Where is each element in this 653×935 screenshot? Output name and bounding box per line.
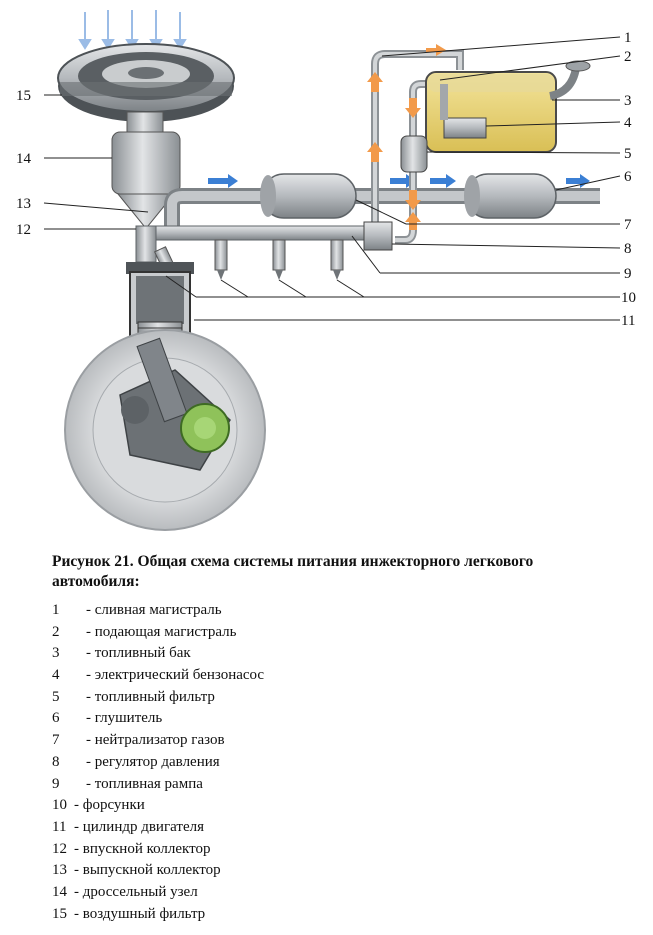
legend-number: 4 [52, 667, 60, 684]
legend-item: 5 - топливный фильтр [52, 687, 264, 709]
callout-4: 4 [624, 115, 632, 131]
legend-text: - впускной коллектор [74, 840, 211, 857]
callout-5: 5 [624, 146, 632, 162]
legend-text: - дроссельный узел [74, 883, 198, 900]
legend-text: - воздушный фильтр [74, 905, 206, 922]
legend-item: 13 - выпускной коллектор [52, 860, 264, 882]
electric-fuel-pump [440, 84, 487, 139]
fuel-filter [400, 135, 428, 173]
legend-item: 14 - дроссельный узел [52, 882, 264, 904]
legend-number: 12 [52, 840, 67, 857]
legend-number: 8 [52, 753, 60, 770]
legend-text: - топливная рампа [86, 775, 203, 792]
legend-text: - подающая магистраль [86, 623, 237, 640]
legend-item: 3 - топливный бак [52, 643, 264, 665]
legend-item: 4 - электрический бензонасос [52, 665, 264, 687]
legend-text: - нейтрализатор газов [86, 732, 225, 749]
legend-number: 1 [52, 602, 60, 618]
injector [330, 239, 344, 280]
throttle-body [111, 111, 181, 227]
callout-14: 14 [16, 151, 32, 167]
exhaust-pipe [164, 188, 600, 236]
callout-12: 12 [16, 222, 31, 238]
callout-6: 6 [624, 169, 632, 185]
leader-lines [43, 36, 621, 321]
air-filter [57, 43, 235, 122]
legend-item: 8 - регулятор давления [52, 752, 264, 774]
fuel-system-diagram: 1 2 3 4 5 6 7 8 9 10 11 12 13 14 15 [16, 10, 636, 531]
legend-number: 3 [52, 645, 60, 662]
legend-item: 7 - нейтрализатор газов [52, 730, 264, 752]
catalytic-converter [260, 173, 357, 219]
legend-item: 1 - сливная магистраль [52, 600, 264, 622]
callout-2: 2 [624, 49, 632, 65]
legend-number: 11 [52, 818, 67, 835]
return-fuel-line [371, 50, 464, 232]
legend-item: 9 - топливная рампа [52, 774, 264, 796]
legend-item: 2 - подающая магистраль [52, 622, 264, 644]
air-inflow-arrows [78, 10, 187, 50]
callout-9: 9 [624, 266, 632, 282]
legend-text: - электрический бензонасос [86, 667, 265, 684]
legend-item: 6 - глушитель [52, 708, 264, 730]
callout-13: 13 [16, 196, 31, 212]
legend-item: 15 - воздушный фильтр [52, 904, 264, 926]
legend-text: - регулятор давления [86, 753, 220, 770]
legend-item: 11 - цилиндр двигателя [52, 817, 264, 839]
legend-number: 5 [52, 688, 60, 705]
callout-1: 1 [624, 30, 632, 46]
callout-10: 10 [621, 290, 636, 306]
legend-number: 14 [52, 883, 67, 900]
figure-caption: Рисунок 21. Общая схема системы питания … [52, 553, 534, 590]
callout-numbers: 1 2 3 4 5 6 7 8 9 10 11 12 13 14 15 [16, 30, 636, 329]
legend-text: - выпускной коллектор [74, 862, 221, 879]
injector [272, 239, 286, 280]
legend-number: 2 [52, 623, 60, 640]
legend-text: - сливная магистраль [86, 602, 222, 618]
pressure-regulator [363, 221, 393, 251]
crankshaft-flywheel [64, 329, 266, 531]
callout-11: 11 [621, 313, 635, 329]
muffler [464, 173, 557, 219]
callout-15: 15 [16, 88, 31, 104]
legend-item: 10 - форсунки [52, 795, 264, 817]
legend-number: 10 [52, 797, 67, 814]
legend-text: - топливный фильтр [86, 688, 215, 705]
legend-text: - цилиндр двигателя [74, 818, 204, 835]
legend-number: 7 [52, 732, 60, 749]
legend-number: 6 [52, 710, 60, 727]
legend-number: 9 [52, 775, 60, 792]
callout-7: 7 [624, 217, 632, 233]
legend-list: 1 - сливная магистраль 2 - подающая магист… [52, 600, 264, 925]
legend-number: 13 [52, 862, 67, 879]
callout-3: 3 [624, 93, 632, 109]
injector [214, 239, 228, 280]
legend-text: - форсунки [74, 797, 145, 814]
legend-item: 12 - впускной коллектор [52, 839, 264, 861]
callout-8: 8 [624, 241, 632, 257]
legend-text: - топливный бак [86, 645, 191, 662]
legend-text: - глушитель [86, 710, 163, 727]
legend-number: 15 [52, 905, 67, 922]
